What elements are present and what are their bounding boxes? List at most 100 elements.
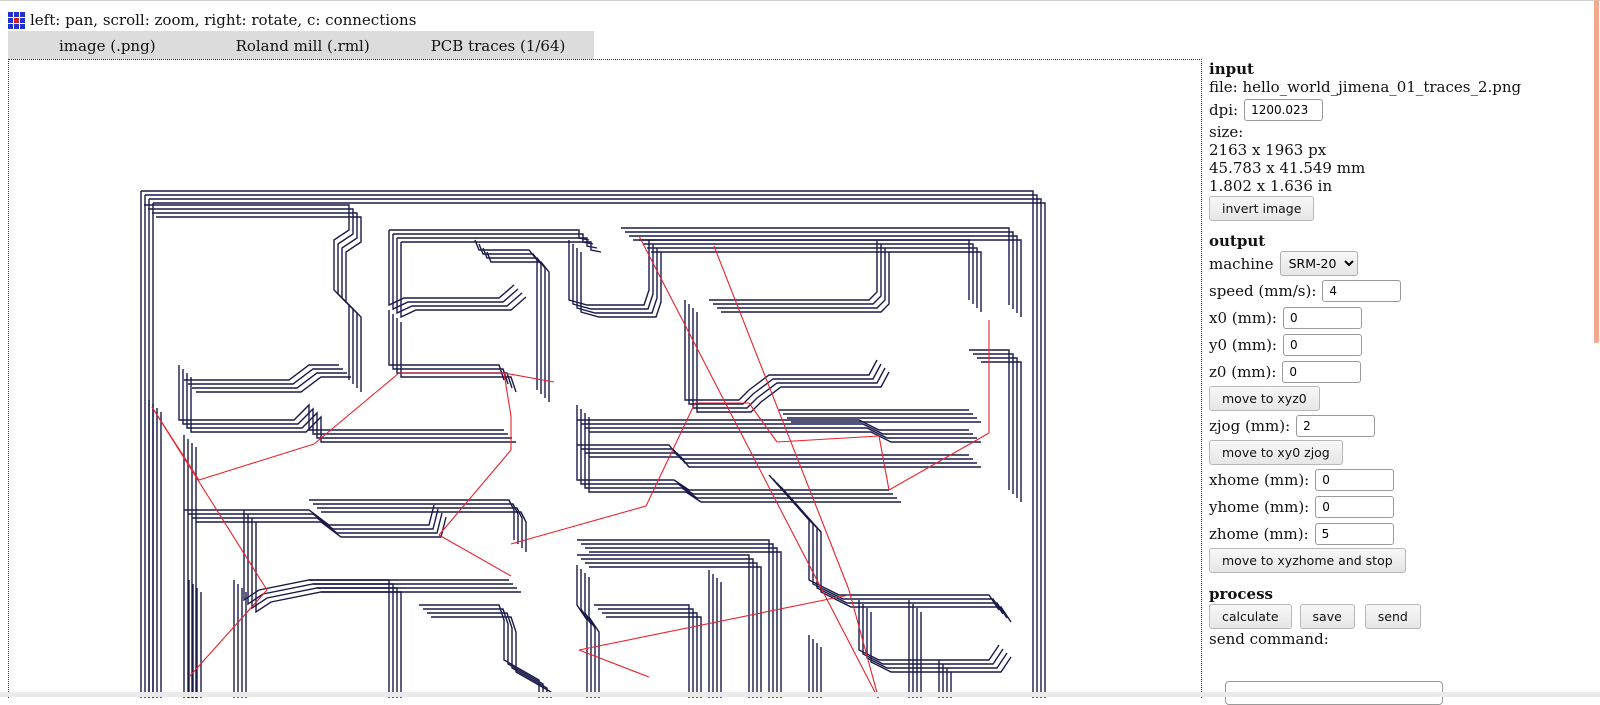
toolpath-trace (392, 234, 519, 311)
zjog-input[interactable] (1296, 414, 1376, 437)
toolpath-view[interactable] (8, 59, 1202, 698)
toolpath-trace (585, 547, 778, 698)
vertical-scrollbar[interactable] (1594, 0, 1599, 343)
toolpath-trace (589, 456, 981, 468)
xhome-label: xhome (mm): (1209, 470, 1310, 489)
x0-input[interactable] (1282, 306, 1362, 329)
toolpath-trace (482, 247, 546, 398)
toolpath-trace (243, 510, 509, 602)
connection-move (645, 402, 696, 507)
invert-image-button[interactable]: invert image (1209, 196, 1315, 221)
speed-label: speed (mm/s): (1209, 281, 1317, 300)
toolpath-trace (313, 583, 394, 698)
xhome-input[interactable] (1315, 468, 1395, 491)
connection-move (748, 402, 778, 443)
toolpath-trace (588, 417, 901, 503)
toolpath-trace (251, 518, 517, 610)
move-to-xyz0-button[interactable]: move to xyz0 (1209, 386, 1320, 411)
speed-input[interactable] (1322, 279, 1402, 302)
move-to-xy0-zjog-button[interactable]: move to xy0 zjog (1209, 440, 1343, 465)
toolpath-trace (568, 240, 650, 306)
size-in: 1.802 x 1.636 in (1209, 177, 1333, 195)
toolpath-trace (585, 562, 758, 698)
calculate-button[interactable]: calculate (1209, 604, 1292, 629)
top-border (0, 0, 1600, 1)
toolpath-trace (589, 431, 981, 443)
toolpath-trace (423, 608, 544, 698)
toolpath-trace (981, 361, 1022, 502)
z0-row: z0 (mm): (1209, 358, 1569, 385)
toolpath-trace (309, 579, 390, 698)
connection-move (848, 589, 880, 698)
x0-row: x0 (mm): (1209, 304, 1569, 331)
tab-image-png[interactable]: image (.png) (59, 36, 156, 55)
send-button[interactable]: send (1364, 604, 1421, 629)
toolpath-traces (140, 190, 1046, 698)
connection-move (578, 594, 850, 651)
connection-move (776, 435, 880, 443)
toolpath-trace (584, 573, 596, 698)
toolpath-canvas[interactable] (9, 60, 1201, 698)
toolpath-trace (576, 248, 658, 314)
yhome-label: yhome (mm): (1209, 497, 1310, 516)
toolpath-trace (969, 349, 1010, 490)
toolpath-trace (858, 600, 1000, 661)
y0-input[interactable] (1283, 333, 1362, 356)
toolpath-trace (651, 251, 982, 312)
toolpath-trace (431, 616, 552, 698)
toolpath-trace (474, 239, 538, 390)
toolpath-trace (581, 543, 774, 698)
toolpath-trace (647, 247, 978, 308)
toolpath-trace (321, 511, 527, 552)
xhome-row: xhome (mm): (1209, 466, 1569, 493)
toolpath-trace (184, 504, 435, 526)
connection-move (578, 649, 650, 678)
tab-pcb-traces[interactable]: PCB traces (1/64) (430, 36, 566, 55)
dpi-input[interactable] (1244, 98, 1324, 121)
horizontal-scrollbar[interactable] (0, 692, 1600, 697)
toolpath-trace (688, 304, 882, 405)
yhome-row: yhome (mm): (1209, 493, 1569, 520)
app-logo-icon (8, 11, 25, 29)
toolpath-trace (317, 507, 523, 548)
process-section-title: process (1209, 585, 1273, 603)
toolpath-trace (192, 512, 443, 534)
machine-select[interactable]: SRM-20 (1279, 251, 1358, 276)
toolpath-trace (580, 569, 592, 698)
toolpath-trace (572, 244, 654, 310)
toolpath-trace (866, 608, 1008, 669)
zjog-row: zjog (mm): (1209, 412, 1569, 439)
toolpath-trace (772, 478, 1004, 615)
toolpath-trace (625, 231, 1014, 309)
yhome-input[interactable] (1315, 495, 1395, 518)
dpi-label: dpi: (1209, 100, 1239, 119)
toolpath-trace (684, 300, 878, 401)
toolpath-trace (643, 243, 974, 304)
toolpath-trace (973, 353, 1014, 494)
toolpath-trace (317, 587, 398, 698)
size-mm: 45.783 x 41.549 mm (1209, 159, 1366, 177)
toolpath-trace (606, 616, 702, 698)
move-to-xyzhome-button[interactable]: move to xyzhome and stop (1209, 548, 1406, 573)
zhome-input[interactable] (1314, 522, 1394, 545)
toolpath-trace (589, 551, 782, 698)
toolpath-trace (602, 612, 698, 698)
toolpath-trace (621, 227, 1010, 305)
connection-move (198, 443, 315, 481)
toolpath-trace (321, 591, 402, 698)
toolpath-trace (577, 554, 750, 698)
toolpath-trace (178, 365, 504, 431)
x0-label: x0 (mm): (1209, 308, 1277, 327)
connection-move (151, 406, 268, 591)
toolpath-trace (692, 308, 886, 409)
save-button[interactable]: save (1299, 604, 1355, 629)
help-text: left: pan, scroll: zoom, right: rotate, … (30, 11, 417, 29)
toolpath-trace (696, 312, 890, 413)
toolpath-trace (182, 369, 508, 435)
tab-roland-mill-rml[interactable]: Roland mill (.rml) (235, 36, 370, 55)
connection-move (503, 372, 512, 417)
toolpath-trace (862, 604, 1004, 665)
z0-input[interactable] (1282, 360, 1362, 383)
toolpath-trace (186, 373, 512, 439)
toolpath-trace (709, 240, 878, 301)
